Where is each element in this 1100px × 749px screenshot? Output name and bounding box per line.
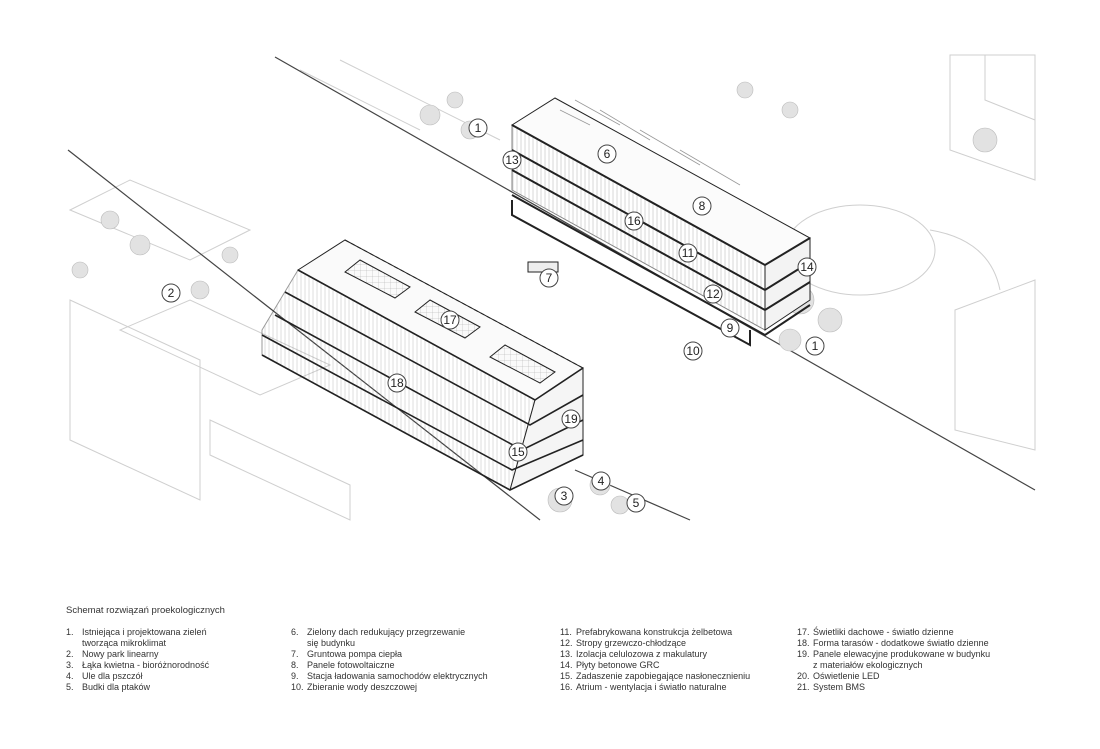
callout-7: 7 [539,268,559,288]
svg-text:18: 18 [390,376,404,390]
callout-4: 4 [591,471,611,491]
building-a [511,97,812,347]
svg-text:9: 9 [727,321,734,335]
svg-text:6: 6 [604,147,611,161]
legend-item: 7.Gruntowa pompa ciepła [291,649,403,659]
callout-16: 16 [624,211,644,231]
callout-13: 13 [502,150,522,170]
callout-12: 12 [703,284,723,304]
svg-text:11: 11 [682,246,695,260]
callout-1-top: 1 [468,118,488,138]
callout-markers: 1 1 2 3 4 5 6 7 8 9 10 11 12 13 14 15 16… [161,118,825,513]
svg-text:1: 1 [812,339,819,353]
svg-text:17: 17 [443,313,457,327]
legend-item: 18.Forma tarasów - dodatkowe światło dzi… [797,638,989,648]
legend-title: Schemat rozwiązań proekologicznych [66,605,225,616]
svg-text:10: 10 [686,344,700,358]
legend-column-2: 6.Zielony dach redukujący przegrzewanie … [291,627,488,693]
legend-item: 3.Łąka kwietna - bioróżnorodność [66,660,210,670]
legend-item: 11.Prefabrykowana konstrukcja żelbetowa [560,627,733,637]
svg-text:4: 4 [598,474,605,488]
legend-item: 14.Płyty betonowe GRC [560,660,660,670]
legend-item: 19.Panele elewacyjne produkowane w budyn… [797,649,991,670]
svg-text:19: 19 [564,412,578,426]
callout-10: 10 [683,341,703,361]
callout-3: 3 [554,486,574,506]
legend-column-4: 17.Świetliki dachowe - światło dzienne 1… [797,627,990,693]
legend-item: 20.Oświetlenie LED [797,671,880,681]
callout-1-right: 1 [805,336,825,356]
svg-text:12: 12 [706,287,720,301]
callout-2: 2 [161,283,181,303]
callout-5: 5 [626,493,646,513]
callout-8: 8 [692,196,712,216]
legend-item: 4.Ule dla pszczół [66,671,143,681]
legend-item: 15.Zadaszenie zapobiegające nasłonecznie… [560,671,751,681]
svg-text:5: 5 [633,496,640,510]
legend-item: 2.Nowy park linearny [66,649,159,659]
callout-18: 18 [387,373,407,393]
svg-text:2: 2 [168,286,175,300]
callout-15: 15 [508,442,528,462]
callout-9: 9 [720,318,740,338]
svg-text:8: 8 [699,199,706,213]
callout-6: 6 [597,144,617,164]
legend-item: 8.Panele fotowoltaiczne [291,660,395,670]
legend-item: 9.Stacja ładowania samochodów elektryczn… [291,671,488,681]
svg-text:15: 15 [511,445,525,459]
svg-text:1: 1 [475,121,482,135]
svg-text:16: 16 [627,214,641,228]
legend-column-3: 11.Prefabrykowana konstrukcja żelbetowa … [560,627,750,693]
legend-item: 16.Atrium - wentylacja i światło natural… [560,682,727,692]
svg-text:13: 13 [505,153,519,167]
svg-text:14: 14 [800,260,814,274]
legend-item: 6.Zielony dach redukujący przegrzewanie … [291,627,466,648]
building-b [261,239,584,491]
callout-14: 14 [797,257,817,277]
legend-item: 5.Budki dla ptaków [66,682,151,692]
legend-item: 10.Zbieranie wody deszczowej [291,682,418,692]
legend-column-1: 1.Istniejąca i projektowana zieleń tworz… [66,627,209,693]
svg-text:7: 7 [546,271,553,285]
callout-19: 19 [561,409,581,429]
legend-item: 1.Istniejąca i projektowana zieleń tworz… [66,627,207,648]
legend-item: 17.Świetliki dachowe - światło dzienne [797,627,954,637]
legend-item: 21.System BMS [797,682,866,692]
callout-17: 17 [440,310,460,330]
isometric-diagram: 1 1 2 3 4 5 6 7 8 9 10 11 12 13 14 15 16… [67,54,1036,521]
callout-11: 11 [678,243,698,263]
svg-text:3: 3 [561,489,568,503]
legend-item: 13.Izolacja celulozowa z makulatury [560,649,708,659]
legend-item: 12.Stropy grzewczo-chłodzące [560,638,687,648]
